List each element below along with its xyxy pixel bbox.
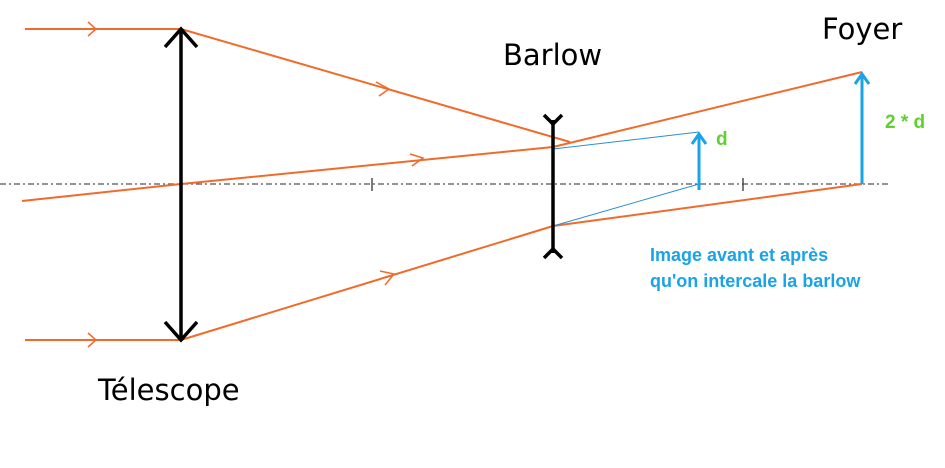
ray-middle bbox=[180, 146, 554, 185]
telescope-lens-arrow-bottom bbox=[163, 320, 199, 343]
barlow-label: Barlow bbox=[503, 38, 603, 72]
telescope-label: Télescope bbox=[98, 373, 240, 407]
caption-line-1: Image avant et après bbox=[650, 245, 829, 265]
ray-top-converging bbox=[180, 28, 571, 143]
ray-to-first-image-bottom bbox=[552, 183, 700, 227]
ray-arrow-top-mid bbox=[375, 81, 391, 97]
image-size-d-label: d bbox=[716, 129, 728, 150]
incoming-ray-middle bbox=[21, 183, 182, 202]
telescope-lens-arrow-top bbox=[163, 26, 199, 49]
ray-diverged-top bbox=[552, 71, 863, 148]
ray-arrow-middle bbox=[409, 153, 425, 167]
barlow-lens-arrow-bottom bbox=[542, 246, 564, 260]
ray-diverged-bottom bbox=[552, 183, 863, 227]
image-arrow-d-head bbox=[690, 131, 708, 145]
ray-arrow-top-in bbox=[87, 21, 98, 37]
ray-arrow-bottom-mid bbox=[379, 270, 396, 286]
barlow-lens-arrow-top bbox=[542, 113, 564, 127]
ray-arrow-bottom-in bbox=[87, 332, 98, 348]
image-arrow-2d-head bbox=[853, 71, 871, 85]
focus-label: Foyer bbox=[822, 12, 903, 46]
ray-to-first-image-top bbox=[552, 131, 700, 150]
caption-line-2: qu'on intercale la barlow bbox=[650, 271, 861, 291]
ray-bottom-converging bbox=[180, 225, 554, 341]
image-size-2d-label: 2 * d bbox=[885, 112, 926, 133]
